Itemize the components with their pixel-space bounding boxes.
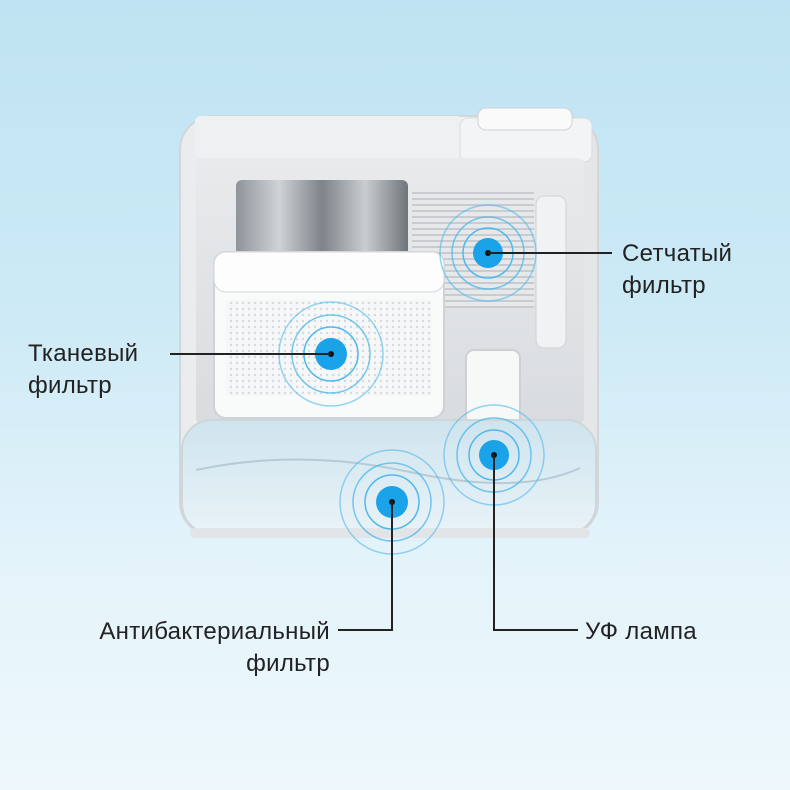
sieve-filter-label: Сетчатый фильтр xyxy=(622,238,732,302)
antibacterial-leader-line xyxy=(338,502,393,631)
fabric-filter-label: Тканевый фильтр xyxy=(28,338,164,402)
antibacterial-filter-label: Антибактериальный фильтр xyxy=(30,616,330,680)
water-tank xyxy=(181,419,597,538)
uv-lamp-label-line1: УФ лампа xyxy=(585,618,697,645)
fabric-filter-label-line2: фильтр xyxy=(28,372,112,399)
uv-lamp-label: УФ лампа xyxy=(585,616,697,648)
antibacterial-filter-label-line1: Антибактериальный xyxy=(99,618,330,645)
antibacterial-filter-label-line2: фильтр xyxy=(246,650,330,677)
leader-lines xyxy=(170,252,612,631)
fabric-filter-label-line1: Тканевый xyxy=(28,340,139,367)
sieve-filter-label-line2: фильтр xyxy=(622,272,706,299)
uv-leader-line xyxy=(493,455,578,631)
sieve-filter-label-line1: Сетчатый xyxy=(622,240,733,267)
